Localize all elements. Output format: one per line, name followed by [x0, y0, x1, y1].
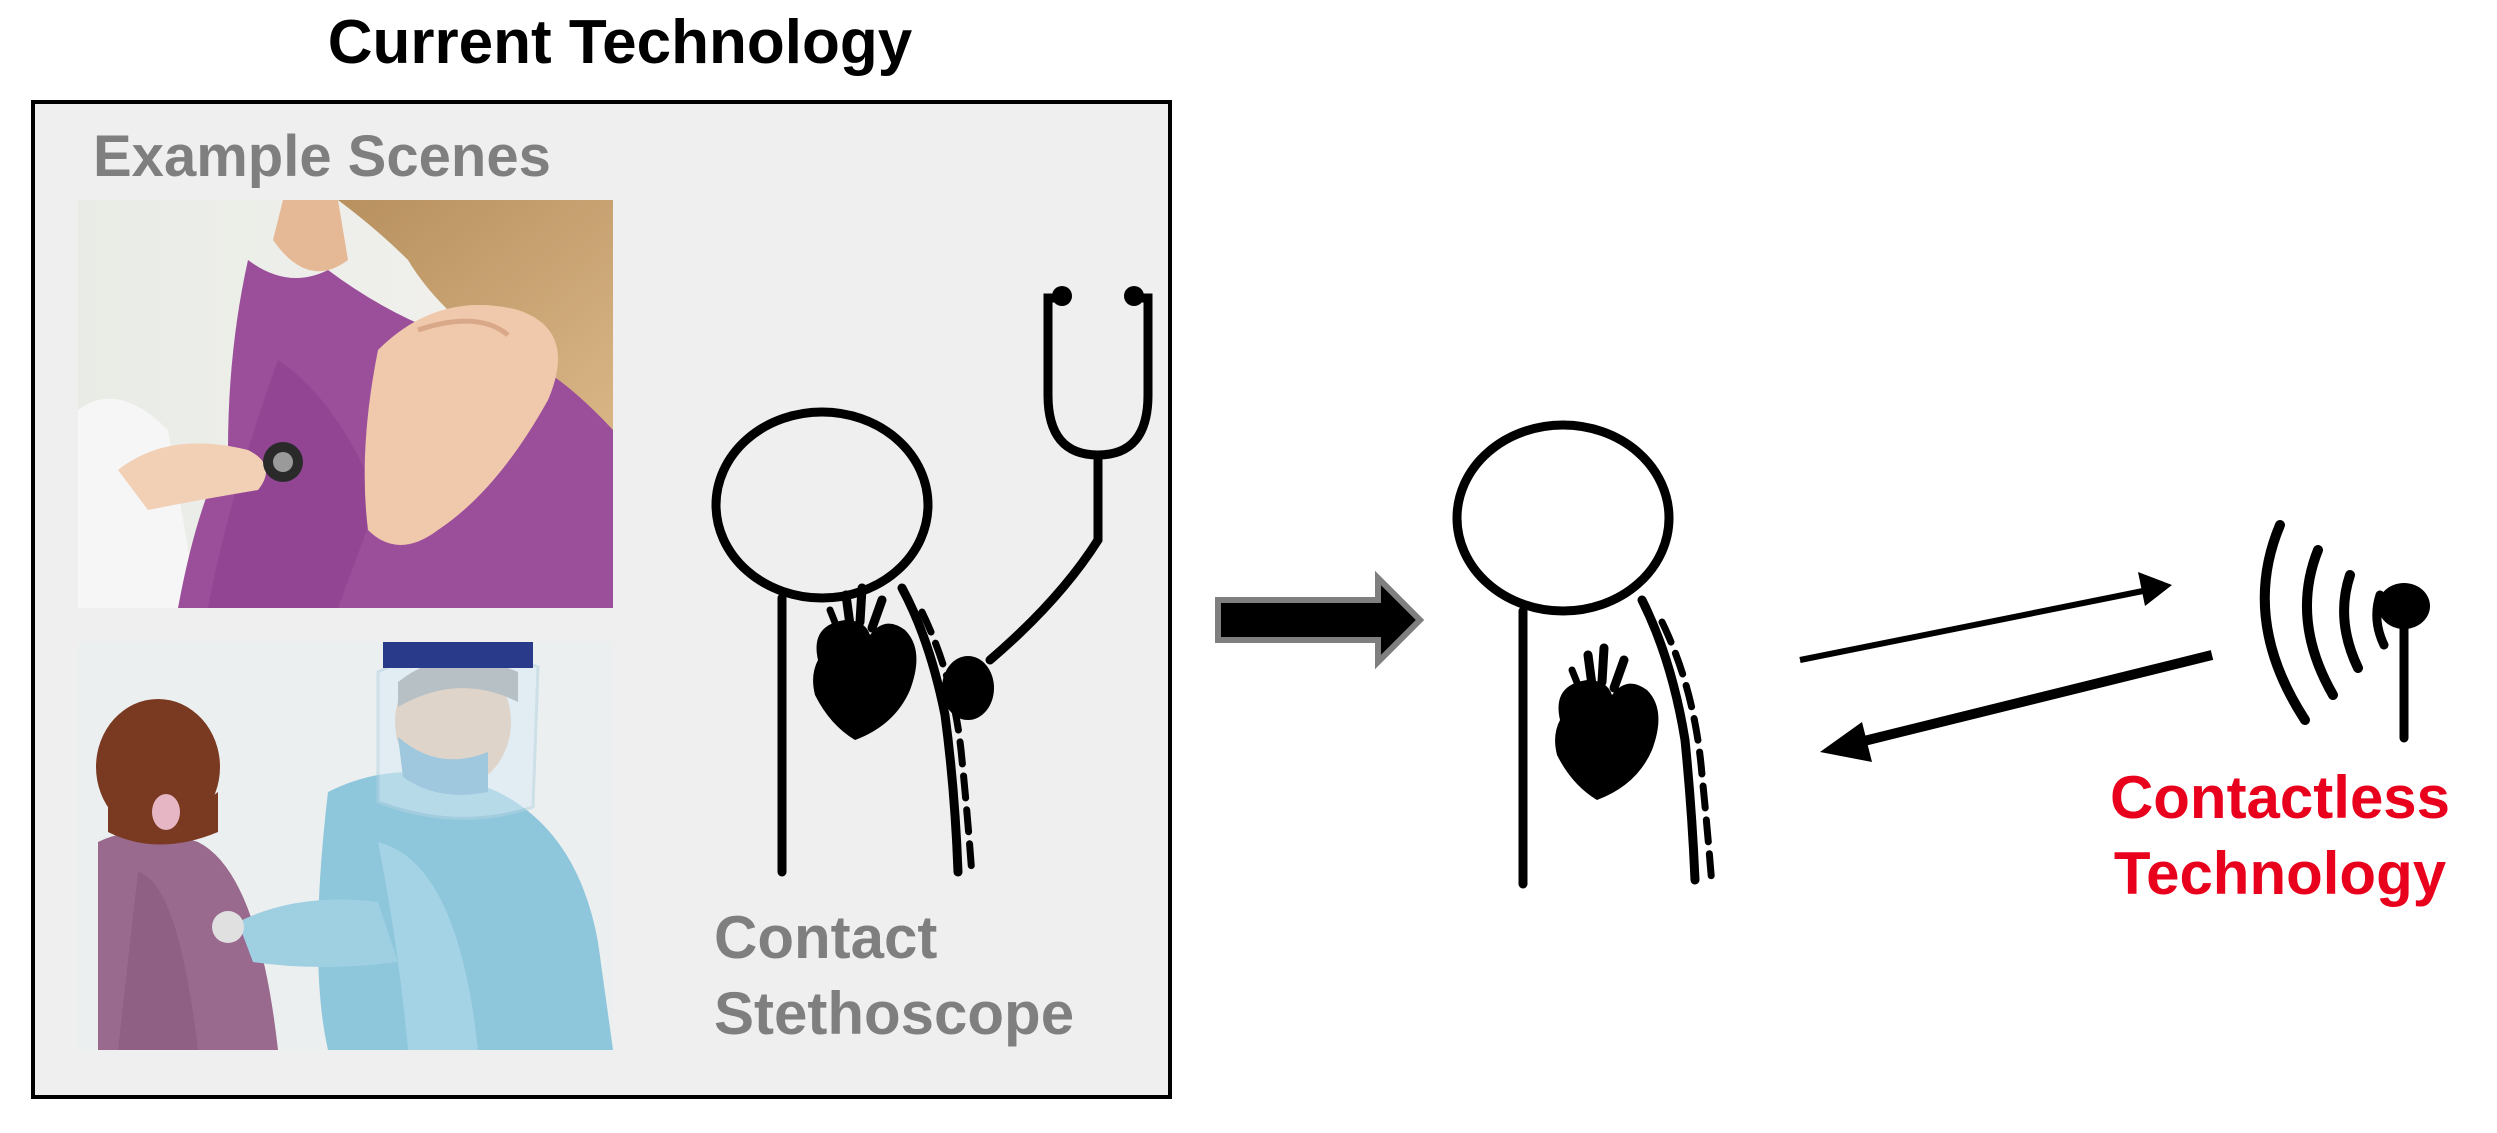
contactless-label-line-2: Technology [2113, 840, 2447, 907]
diagram-title: Current Technology [327, 8, 913, 77]
double-arrow-icon [1799, 572, 2214, 762]
example-scenes-label: Example Scenes [93, 124, 551, 189]
contactless-label-line-1: Contactless [2109, 764, 2451, 831]
contact-label-line-1: Contact [714, 904, 938, 971]
contactless-technology-label: Contactless Technology [2080, 760, 2480, 912]
heart-icon-right [1555, 643, 1659, 800]
contact-label-line-2: Stethoscope [714, 980, 1075, 1047]
block-arrow-icon [1215, 570, 1425, 670]
heart-icon [813, 583, 917, 740]
person-outline-icon [711, 407, 976, 880]
example-scene-photo-2 [78, 642, 613, 1050]
signal-transmitter-icon [2259, 520, 2430, 743]
stethoscope-icon [942, 286, 1153, 720]
person-outline-icon-right [1452, 420, 1716, 890]
contact-stethoscope-label: Contact Stethoscope [714, 900, 1074, 1052]
example-scene-photo-1 [78, 200, 613, 608]
